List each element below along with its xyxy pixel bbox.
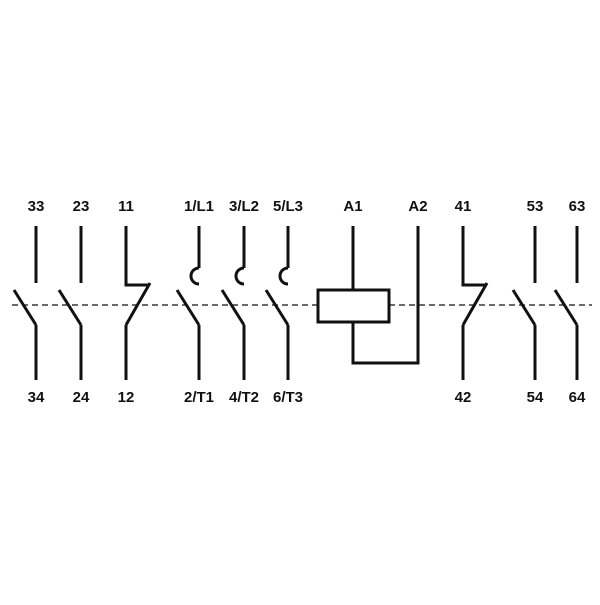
terminal-label-34: 34 xyxy=(28,389,45,406)
terminal-label-A1: A1 xyxy=(343,198,362,215)
main-contact-L2-T2 xyxy=(220,226,246,380)
terminal-label-1-L1: 1/L1 xyxy=(184,198,214,215)
terminal-label-A2: A2 xyxy=(408,198,427,215)
terminal-label-6-T3: 6/T3 xyxy=(273,389,303,406)
contact-41-42-normally-closed xyxy=(461,226,489,380)
terminal-label-41: 41 xyxy=(455,198,472,215)
terminal-label-33: 33 xyxy=(28,198,45,215)
terminal-label-42: 42 xyxy=(455,389,472,406)
contact-33-34-normally-open xyxy=(12,226,38,380)
terminal-label-54: 54 xyxy=(527,389,544,406)
terminal-label-64: 64 xyxy=(569,389,586,406)
terminal-label-4-T2: 4/T2 xyxy=(229,389,259,406)
coil-body xyxy=(316,288,391,324)
terminal-label-12: 12 xyxy=(118,389,135,406)
terminal-label-63: 63 xyxy=(569,198,586,215)
terminal-label-3-L2: 3/L2 xyxy=(229,198,259,215)
main-contact-L1-T1 xyxy=(175,226,201,380)
terminal-label-53: 53 xyxy=(527,198,544,215)
contact-63-64-normally-open xyxy=(553,226,579,380)
terminal-label-23: 23 xyxy=(73,198,90,215)
contact-23-24-normally-open xyxy=(57,226,83,380)
contact-53-54-normally-open xyxy=(511,226,537,380)
main-contact-L3-T3 xyxy=(264,226,290,380)
terminal-label-5-L3: 5/L3 xyxy=(273,198,303,215)
coil-A1-A2 xyxy=(316,226,420,365)
terminal-label-24: 24 xyxy=(73,389,90,406)
terminal-label-11: 11 xyxy=(118,198,134,215)
contact-11-12-normally-closed xyxy=(124,226,152,380)
terminal-label-2-T1: 2/T1 xyxy=(184,389,214,406)
